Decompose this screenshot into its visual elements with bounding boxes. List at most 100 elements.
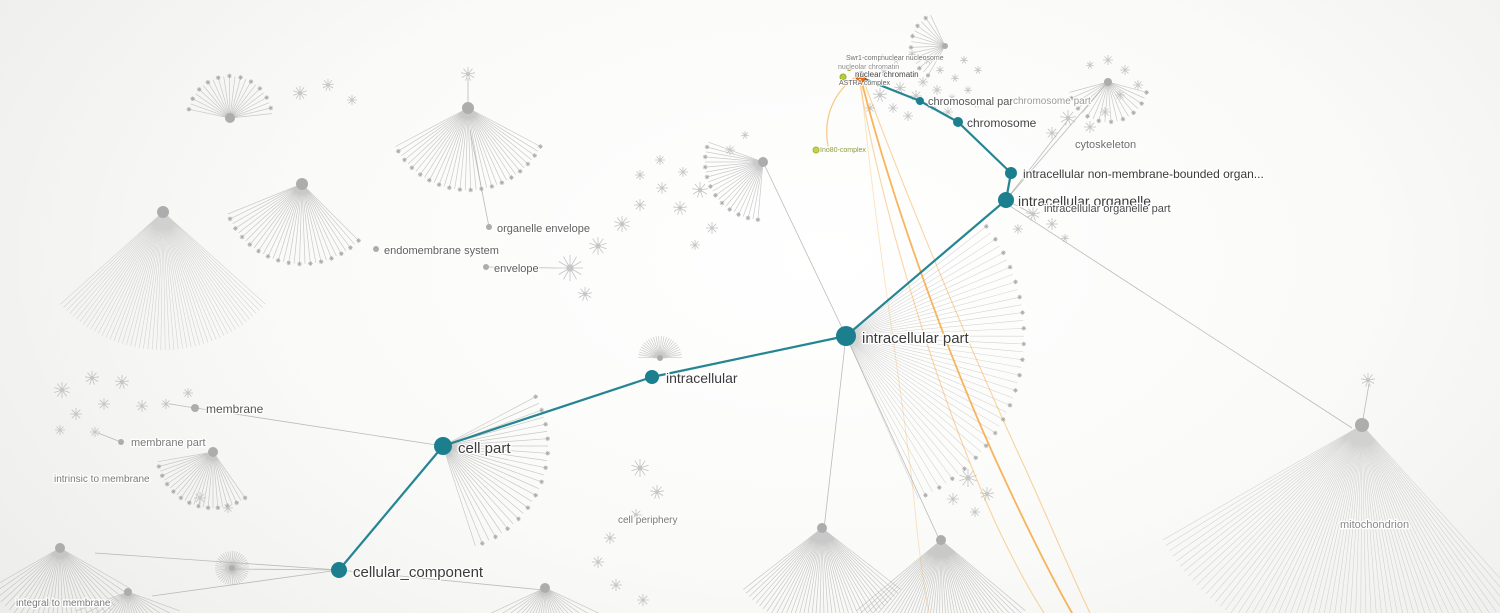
flower-center[interactable] bbox=[120, 380, 124, 384]
flower-center[interactable] bbox=[1103, 110, 1107, 114]
flower-center[interactable] bbox=[140, 404, 144, 408]
flower-center[interactable] bbox=[965, 475, 971, 481]
flower-center[interactable] bbox=[710, 226, 714, 230]
go-term-node-small[interactable] bbox=[725, 145, 735, 155]
flower-center[interactable] bbox=[638, 203, 642, 207]
go-term-node-small[interactable] bbox=[943, 107, 953, 117]
flower-center[interactable] bbox=[935, 88, 939, 92]
node-intracellular-non-membrane-bounded-organelle[interactable] bbox=[1005, 167, 1017, 179]
go-term-node-small[interactable] bbox=[1100, 107, 1110, 117]
cluster-center-node[interactable] bbox=[540, 583, 550, 593]
go-term-node-small[interactable] bbox=[161, 399, 171, 409]
flower-center[interactable] bbox=[985, 492, 989, 496]
go-term-node-small[interactable] bbox=[322, 79, 334, 91]
flower-center[interactable] bbox=[1088, 125, 1092, 129]
flower-center[interactable] bbox=[638, 173, 642, 177]
go-term-node-small[interactable] bbox=[873, 88, 887, 102]
term-node-dot[interactable] bbox=[118, 439, 124, 445]
go-term-node-small[interactable] bbox=[1046, 127, 1058, 139]
go-term-node-small[interactable] bbox=[924, 56, 932, 64]
flower-center[interactable] bbox=[882, 70, 886, 74]
go-term-node-small[interactable] bbox=[1060, 110, 1076, 126]
node-intracellular-organelle[interactable] bbox=[998, 192, 1014, 208]
go-term-node-small[interactable] bbox=[557, 255, 583, 281]
flower-center[interactable] bbox=[1123, 68, 1127, 72]
go-term-node-small[interactable] bbox=[115, 375, 129, 389]
flower-center[interactable] bbox=[1063, 236, 1067, 240]
flower-center[interactable] bbox=[1366, 378, 1370, 382]
flower-center[interactable] bbox=[966, 88, 970, 92]
flower-center[interactable] bbox=[938, 68, 942, 72]
cluster-center-node[interactable] bbox=[55, 543, 65, 553]
go-term-node-small[interactable] bbox=[690, 240, 700, 250]
go-term-node-small[interactable] bbox=[55, 425, 65, 435]
flower-center[interactable] bbox=[102, 402, 106, 406]
flower-center[interactable] bbox=[926, 58, 930, 62]
go-term-node-small[interactable] bbox=[951, 74, 959, 82]
flower-center[interactable] bbox=[953, 76, 957, 80]
flower-center[interactable] bbox=[350, 98, 354, 102]
flower-center[interactable] bbox=[1050, 131, 1054, 135]
go-term-node-small[interactable] bbox=[70, 408, 82, 420]
flower-center[interactable] bbox=[914, 94, 918, 98]
go-term-node-small[interactable] bbox=[578, 287, 592, 301]
flower-center[interactable] bbox=[1050, 222, 1054, 226]
flower-center[interactable] bbox=[90, 376, 94, 380]
go-term-node-small[interactable] bbox=[974, 66, 982, 74]
flower-center[interactable] bbox=[595, 243, 601, 249]
flower-center[interactable] bbox=[1118, 93, 1122, 97]
go-term-node-small[interactable] bbox=[1120, 65, 1130, 75]
flower-center[interactable] bbox=[946, 110, 950, 114]
flower-center[interactable] bbox=[566, 264, 574, 272]
go-term-node-small[interactable] bbox=[903, 111, 913, 121]
go-term-node-small[interactable] bbox=[947, 493, 959, 505]
go-term-node-small[interactable] bbox=[678, 167, 688, 177]
go-term-node-small[interactable] bbox=[630, 509, 642, 521]
flower-center[interactable] bbox=[697, 187, 703, 193]
go-term-node-small[interactable] bbox=[673, 201, 687, 215]
flower-center[interactable] bbox=[655, 490, 659, 494]
go-term-node-small[interactable] bbox=[880, 68, 888, 76]
term-node-dot[interactable] bbox=[486, 224, 492, 230]
go-term-node-small[interactable] bbox=[223, 503, 233, 513]
go-term-node-small[interactable] bbox=[918, 77, 928, 87]
flower-center[interactable] bbox=[614, 583, 618, 587]
go-term-node-small[interactable] bbox=[1086, 61, 1094, 69]
node-chromosome[interactable] bbox=[953, 117, 963, 127]
cluster-center-node[interactable] bbox=[124, 588, 132, 596]
go-term-node-small[interactable] bbox=[98, 398, 110, 410]
cluster-center-node[interactable] bbox=[817, 523, 827, 533]
flower-center[interactable] bbox=[921, 80, 925, 84]
go-term-node-small[interactable] bbox=[650, 485, 664, 499]
go-term-node-small[interactable] bbox=[347, 95, 357, 105]
go-term-node-small[interactable] bbox=[1084, 121, 1096, 133]
go-term-node-small[interactable] bbox=[183, 388, 193, 398]
go-term-node-small[interactable] bbox=[948, 94, 956, 102]
flower-center[interactable] bbox=[973, 510, 977, 514]
flower-center[interactable] bbox=[658, 158, 662, 162]
flower-center[interactable] bbox=[93, 430, 97, 434]
go-term-node-small[interactable] bbox=[656, 182, 668, 194]
go-term-node-small[interactable] bbox=[1061, 234, 1069, 242]
node-intracellular[interactable] bbox=[645, 370, 659, 384]
flower-center[interactable] bbox=[596, 560, 600, 564]
node-chromosomal-part[interactable] bbox=[916, 97, 924, 105]
flower-center[interactable] bbox=[634, 513, 638, 517]
go-term-node-small[interactable] bbox=[888, 103, 898, 113]
flower-center[interactable] bbox=[1065, 115, 1071, 121]
go-term-node-small[interactable] bbox=[589, 237, 607, 255]
term-node-dot[interactable] bbox=[191, 404, 199, 412]
highlighted-node[interactable] bbox=[846, 65, 852, 71]
cluster-center-node[interactable] bbox=[942, 43, 948, 49]
cluster-center-node[interactable] bbox=[157, 206, 169, 218]
flower-center[interactable] bbox=[466, 72, 470, 76]
flower-center[interactable] bbox=[1031, 212, 1035, 216]
go-term-node-small[interactable] bbox=[637, 594, 649, 606]
highlighted-node[interactable] bbox=[839, 73, 847, 81]
flower-center[interactable] bbox=[1088, 63, 1092, 67]
go-term-node-small[interactable] bbox=[741, 131, 749, 139]
go-term-node-small[interactable] bbox=[635, 170, 645, 180]
cluster-center-node[interactable] bbox=[758, 157, 768, 167]
flower-center[interactable] bbox=[641, 598, 645, 602]
